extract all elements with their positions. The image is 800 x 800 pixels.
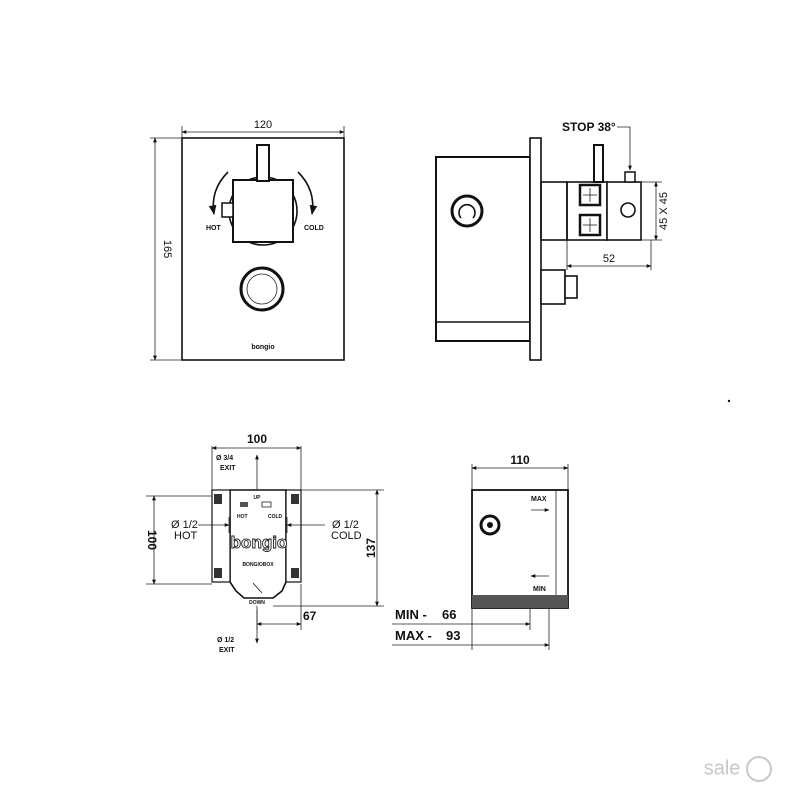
brand-logo: bongio [251, 344, 274, 351]
min-label: MIN - [395, 607, 427, 622]
wall-plate-edge [529, 137, 542, 361]
handle-body [232, 179, 294, 243]
box-front-view: 100 Ø 3/4 EXIT UP HOT COLD bongio BONGIO… [145, 432, 384, 654]
cold-label: COLD [304, 225, 324, 232]
cold-label-box: COLD [331, 530, 362, 542]
exit-bottom-label: EXIT [219, 647, 235, 654]
min-tag: MIN [533, 586, 546, 593]
down-arrow-icon [252, 582, 263, 594]
watermark-logo-icon [746, 756, 772, 782]
front-view: 120 165 HOT COLD bongio [150, 119, 345, 361]
diverter-stem [540, 269, 566, 305]
watermark-text: sale [703, 757, 741, 780]
dimension-width-label: 120 [254, 119, 272, 131]
level-tag-icon [261, 501, 272, 508]
box-side-view: 110 MAX MIN MIN - 66 MAX - 93 [392, 453, 569, 650]
max-label: MAX - [395, 628, 432, 643]
box-flange-right [285, 489, 302, 583]
side-box-body [471, 489, 569, 609]
exit-bottom-size: Ø 1/2 [217, 637, 234, 644]
valve-head [606, 181, 642, 241]
cold-tag: COLD [268, 514, 283, 520]
max-value: 93 [446, 628, 460, 643]
exit-top-label: EXIT [220, 465, 236, 472]
side-box [435, 156, 531, 342]
up-label: UP [254, 495, 262, 501]
stop-label: STOP 38° [562, 120, 616, 134]
hot-tag: HOT [237, 514, 248, 520]
exit-top-size: Ø 3/4 [216, 455, 233, 462]
box-brand-logo: bongio [231, 533, 288, 552]
diverter-button-inner [246, 273, 278, 305]
stray-dot [727, 399, 731, 403]
diverter-cap [564, 275, 578, 299]
down-label: DOWN [249, 600, 265, 606]
stop-pin [624, 171, 636, 183]
valve-head-hole [620, 202, 636, 218]
max-tag: MAX [531, 496, 547, 503]
box-flange-left [211, 489, 231, 583]
watermark: sale [704, 756, 772, 782]
min-value: 66 [442, 607, 456, 622]
diverter-button-outer [239, 266, 285, 312]
cold-size: Ø 1/2 [332, 519, 359, 531]
side-box-base [472, 595, 568, 608]
hot-label: HOT [206, 225, 222, 232]
dimension-offset-label: 67 [303, 609, 317, 623]
handle-lever [256, 144, 270, 182]
handle-side-knob [221, 202, 234, 218]
box-name: BONGIOBOX [242, 562, 274, 568]
cold-arrow-icon [297, 171, 318, 215]
dimension-side-width-label: 110 [510, 453, 530, 467]
hot-size: Ø 1/2 [171, 519, 198, 531]
dimension-square-label: 45 X 45 [658, 192, 670, 230]
side-lever [593, 144, 604, 183]
side-port-outer [450, 194, 484, 228]
dimension-box-height-label: 100 [145, 530, 159, 550]
up-tag-icon [240, 502, 248, 507]
dimension-box-width-label: 100 [247, 432, 267, 446]
dimension-box-total-height-label: 137 [364, 538, 378, 558]
hot-label-box: HOT [174, 530, 198, 542]
side-port-inner [458, 203, 476, 219]
hot-arrow-icon [208, 171, 229, 215]
cover-plate [181, 137, 345, 361]
dimension-height-label: 165 [161, 240, 173, 258]
side-view: STOP 38° 45 X 45 52 [435, 120, 670, 361]
dimension-depth-label: 52 [603, 253, 615, 265]
